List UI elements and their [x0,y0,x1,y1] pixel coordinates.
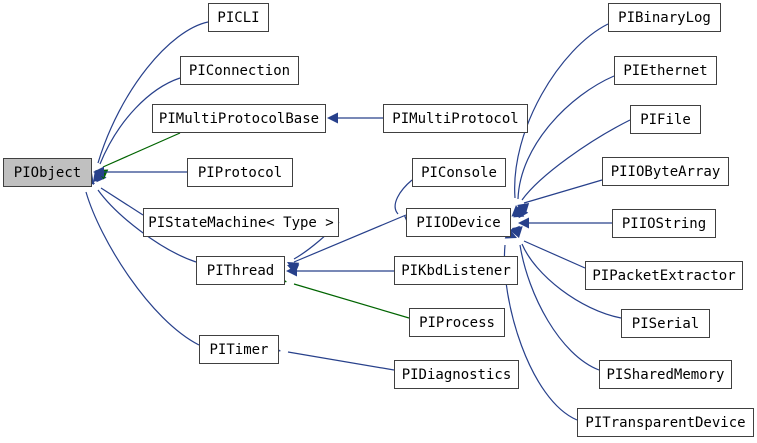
inheritance-edge [293,283,410,319]
class-node-pitimer[interactable]: PITimer [199,335,279,364]
inheritance-edge [97,189,197,263]
class-node-label: PIIOByteArray [610,163,721,180]
inheritance-arrowhead [517,202,530,214]
inheritance-edge [517,75,615,200]
class-node-pimultiprotocol[interactable]: PIMultiProtocol [383,104,528,133]
class-node-pikbdlistener[interactable]: PIKbdListener [394,256,518,285]
inheritance-edge [514,23,609,199]
class-node-label: PIProtocol [197,164,283,181]
class-node-label: PIConsole [421,164,497,181]
class-node-piethernet[interactable]: PIEthernet [614,56,717,85]
class-node-label: PIIOString [621,215,707,232]
class-node-pimultiprotocolbase[interactable]: PIMultiProtocolBase [152,104,326,133]
class-node-label: PIPacketExtractor [592,267,736,284]
inheritance-arrowhead [327,112,338,124]
class-node-pistatemachine[interactable]: PIStateMachine< Type > [143,208,339,237]
inheritance-arrowhead [511,226,523,238]
class-node-label: PIConnection [188,62,291,79]
class-node-picli[interactable]: PICLI [208,3,269,32]
class-node-piserial[interactable]: PISerial [621,309,710,338]
class-node-label: PITimer [209,341,269,358]
inheritance-edge [521,119,631,201]
class-node-label: PIIODevice [416,214,501,231]
class-node-piiostring[interactable]: PIIOString [612,209,716,238]
class-node-label: PISerial [631,315,700,332]
class-node-piconnection[interactable]: PIConnection [180,56,299,85]
inheritance-arrowhead [93,166,104,178]
class-node-label: PIMultiProtocolBase [158,110,320,127]
class-node-label: PIFile [640,111,691,128]
inheritance-edge [97,21,209,164]
class-node-piiodevice[interactable]: PIIODevice [406,208,511,237]
class-node-label: PIDiagnostics [401,366,512,383]
class-node-piconsole[interactable]: PIConsole [412,158,506,187]
class-node-pibinarylog[interactable]: PIBinaryLog [608,3,721,32]
class-node-label: PIProcess [419,314,495,331]
class-node-pithread[interactable]: PIThread [196,256,285,285]
class-node-label: PIThread [206,262,275,279]
inheritance-arrowhead [287,262,300,273]
class-node-label: PIEthernet [623,62,708,79]
class-node-label: PITransparentDevice [585,414,746,431]
inheritance-arrowhead [518,217,529,229]
class-node-piiobytearray[interactable]: PIIOByteArray [602,157,729,186]
class-node-pisharedmemory[interactable]: PISharedMemory [599,360,732,389]
inheritance-edge [523,179,603,204]
inheritance-edge [521,243,622,319]
class-node-pitransparentdevice[interactable]: PITransparentDevice [577,408,754,437]
class-node-label: PIMultiProtocol [392,110,519,127]
class-node-piobject[interactable]: PIObject [3,158,92,187]
inheritance-edge [100,187,144,216]
class-node-pipacketextractor[interactable]: PIPacketExtractor [585,261,743,290]
class-node-piprocess[interactable]: PIProcess [409,308,505,337]
class-node-label: PISharedMemory [606,366,725,383]
inheritance-edge [519,244,600,371]
class-node-label: PIKbdListener [401,262,511,279]
class-node-label: PICLI [217,9,260,26]
class-node-pifile[interactable]: PIFile [630,105,701,134]
class-node-label: PIStateMachine< Type > [148,214,334,231]
inheritance-edge [102,132,181,168]
inheritance-edge [523,240,586,269]
inheritance-arrowhead [518,206,529,219]
inheritance-edge [394,179,413,215]
inheritance-edge [293,214,407,263]
inheritance-edge [99,77,181,165]
class-node-pidiagnostics[interactable]: PIDiagnostics [394,360,519,389]
class-node-piprotocol[interactable]: PIProtocol [187,158,293,187]
inheritance-edge [85,191,200,346]
inheritance-edge [287,351,395,371]
class-node-label: PIObject [13,164,82,181]
class-node-label: PIBinaryLog [618,9,711,26]
